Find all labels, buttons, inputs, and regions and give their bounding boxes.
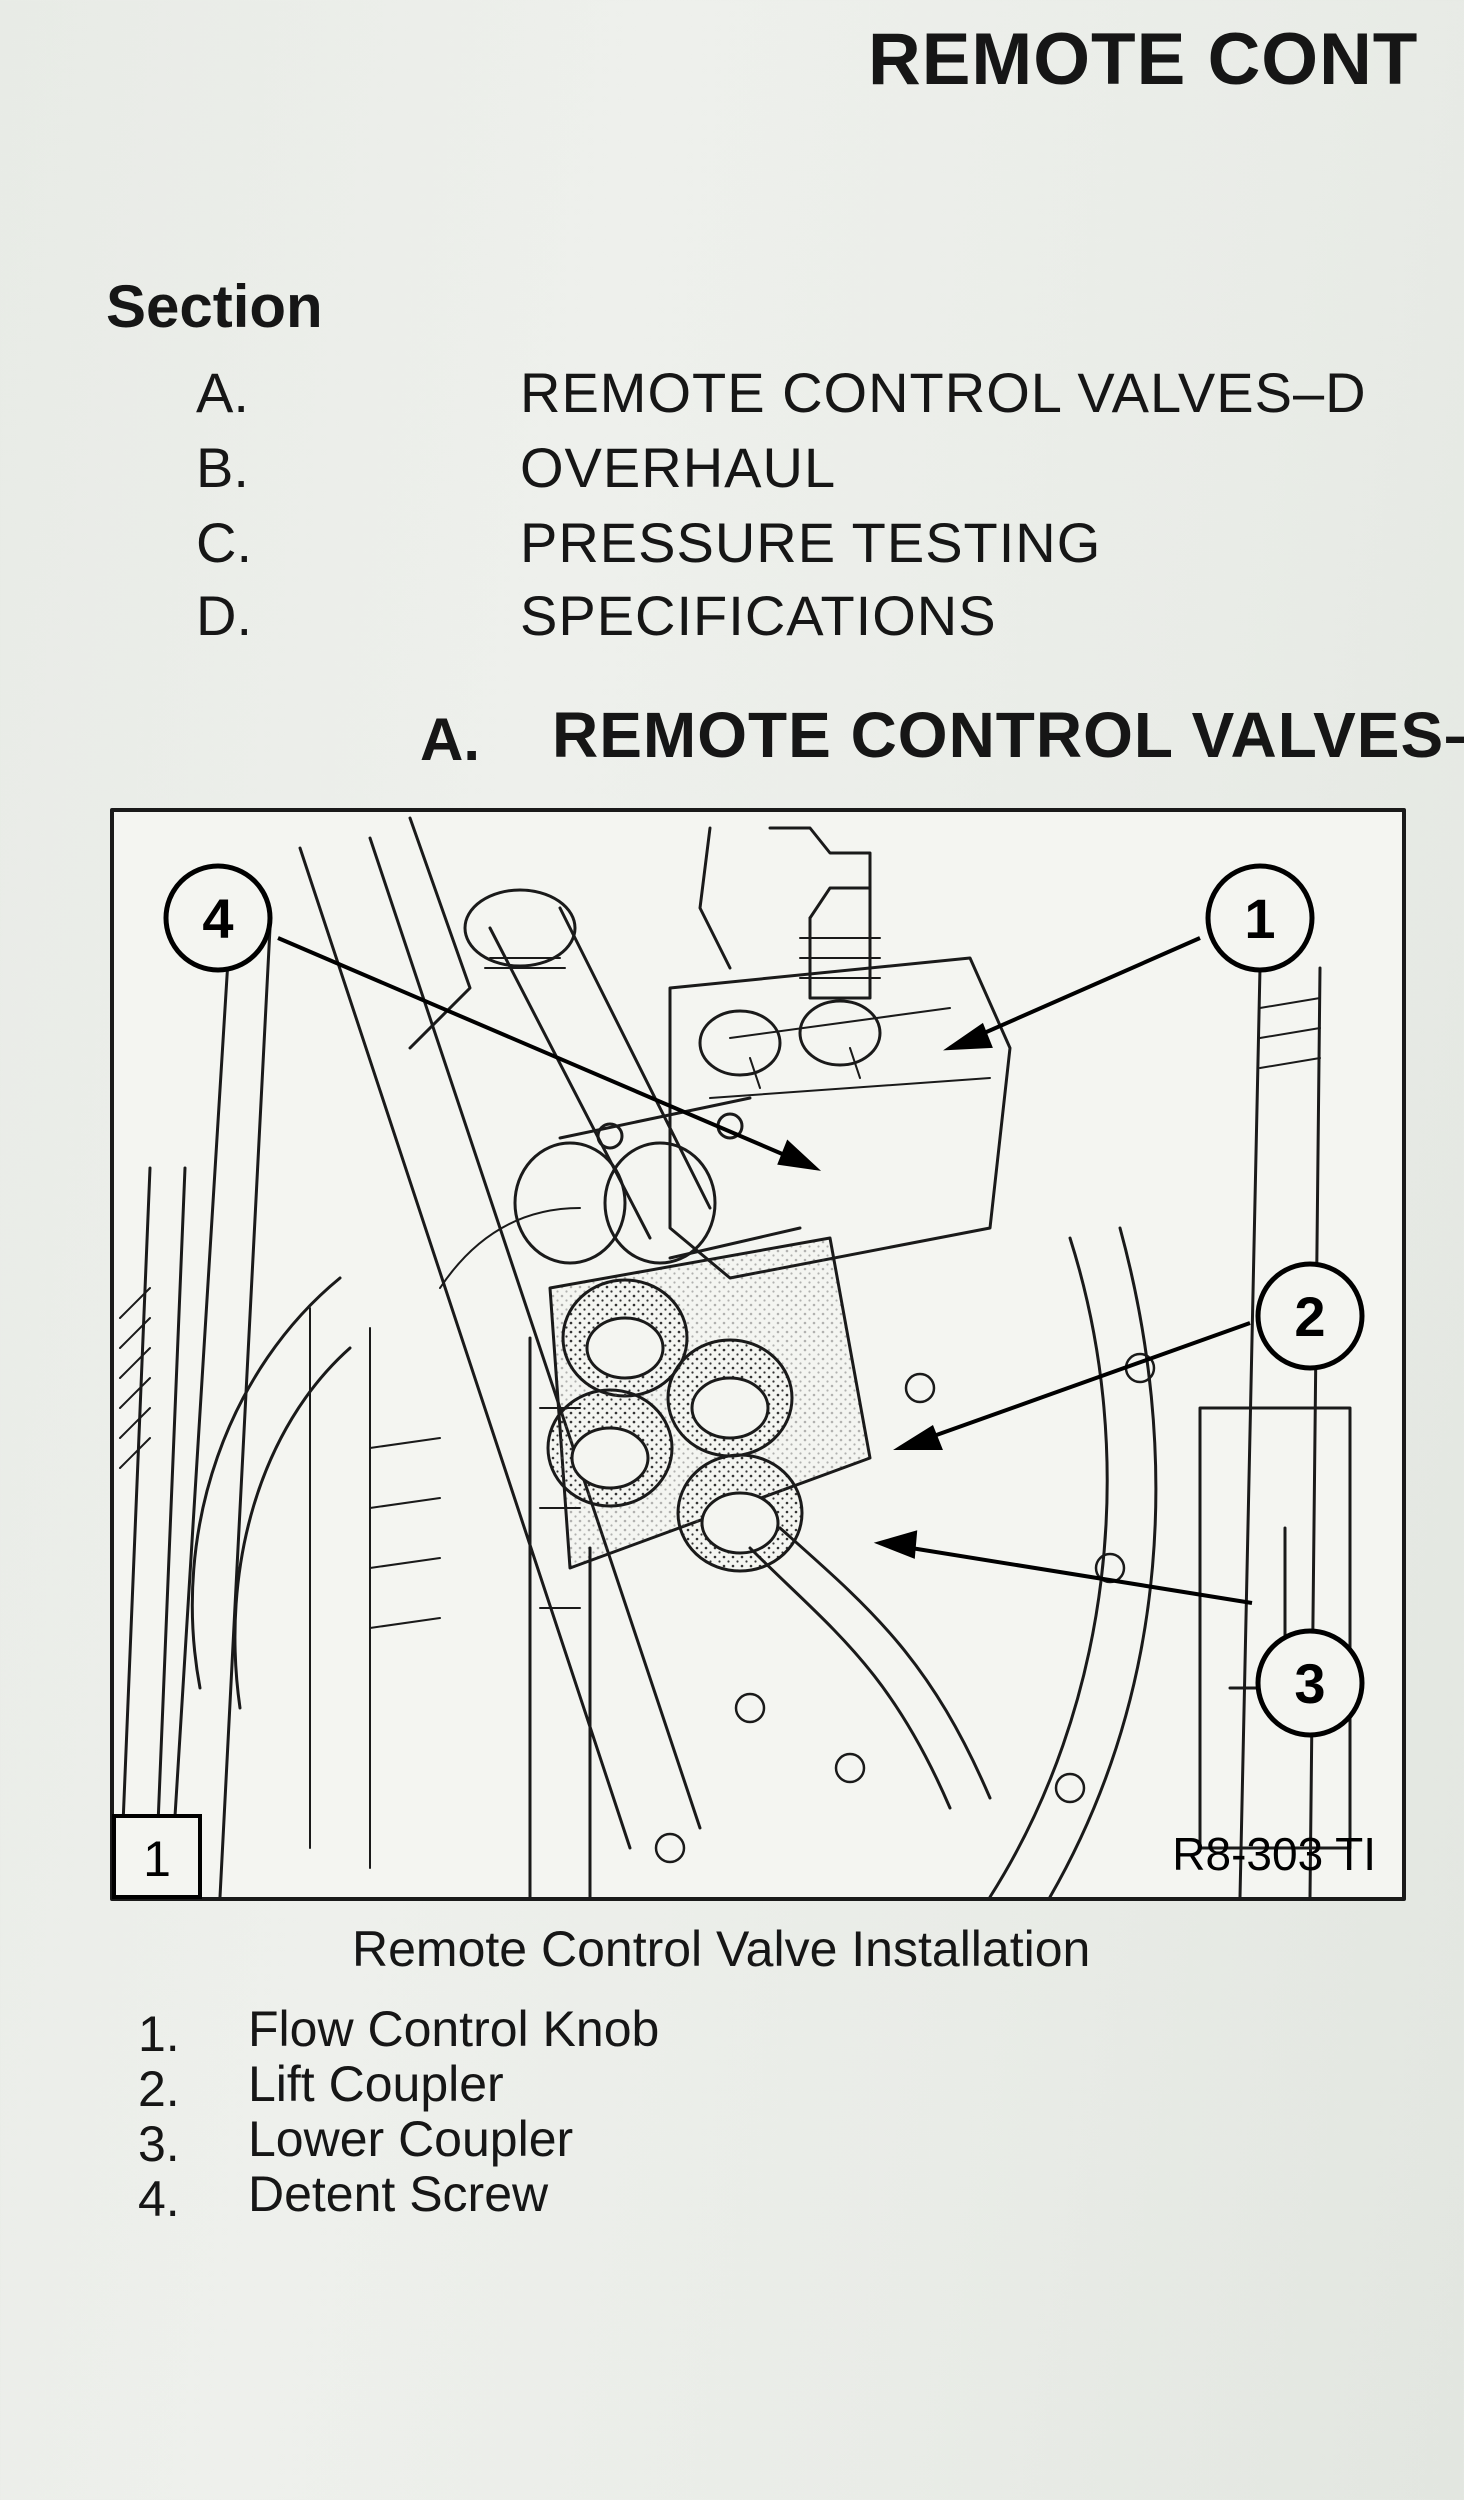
legend-number-4: 4.: [138, 2171, 180, 2227]
section-label: Section: [106, 273, 323, 340]
drawing-code: R8-303 TI: [1172, 1828, 1376, 1880]
section-letter-b: B.: [196, 436, 249, 499]
legend-text-2: Lift Coupler: [248, 2056, 504, 2112]
callout-1: 1: [1244, 887, 1275, 950]
callout-4: 4: [202, 887, 233, 950]
callout-circle-4: [163, 863, 273, 973]
callout-2: 2: [1294, 1285, 1325, 1348]
section-title-c: PRESSURE TESTING: [520, 511, 1102, 574]
section-letter-c: C.: [196, 511, 252, 574]
figure-number: 1: [143, 1831, 171, 1887]
section-title-d: SPECIFICATIONS: [520, 584, 997, 647]
section-letter-a: A.: [196, 361, 249, 424]
section-title-b: OVERHAUL: [520, 436, 837, 499]
callout-3: 3: [1294, 1652, 1325, 1715]
legend-number-1: 1.: [138, 2006, 180, 2062]
section-title-a: REMOTE CONTROL VALVES–D: [520, 361, 1367, 424]
valve-installation-figure: 1 2 3 4 1 R8-303 TI: [110, 808, 1406, 1901]
figure-caption: Remote Control Valve Installation: [352, 1921, 1091, 1977]
page-header-title: REMOTE CONT: [868, 19, 1419, 100]
legend-text-1: Flow Control Knob: [248, 2001, 660, 2057]
legend-number-2: 2.: [138, 2061, 180, 2117]
callout-circle-1: [1205, 863, 1315, 973]
callout-circle-3: [1255, 1628, 1365, 1738]
callout-circle-2: [1255, 1261, 1365, 1371]
section-letter-d: D.: [196, 584, 252, 647]
legend-text-4: Detent Screw: [248, 2166, 549, 2222]
legend-text-3: Lower Coupler: [248, 2111, 574, 2167]
section-heading-letter: A.: [420, 706, 480, 773]
section-heading-title: REMOTE CONTROL VALVES–: [552, 699, 1464, 771]
legend-number-3: 3.: [138, 2116, 180, 2172]
valve-line-drawing: 1 2 3 4 1 R8-303 TI: [110, 808, 1406, 1901]
